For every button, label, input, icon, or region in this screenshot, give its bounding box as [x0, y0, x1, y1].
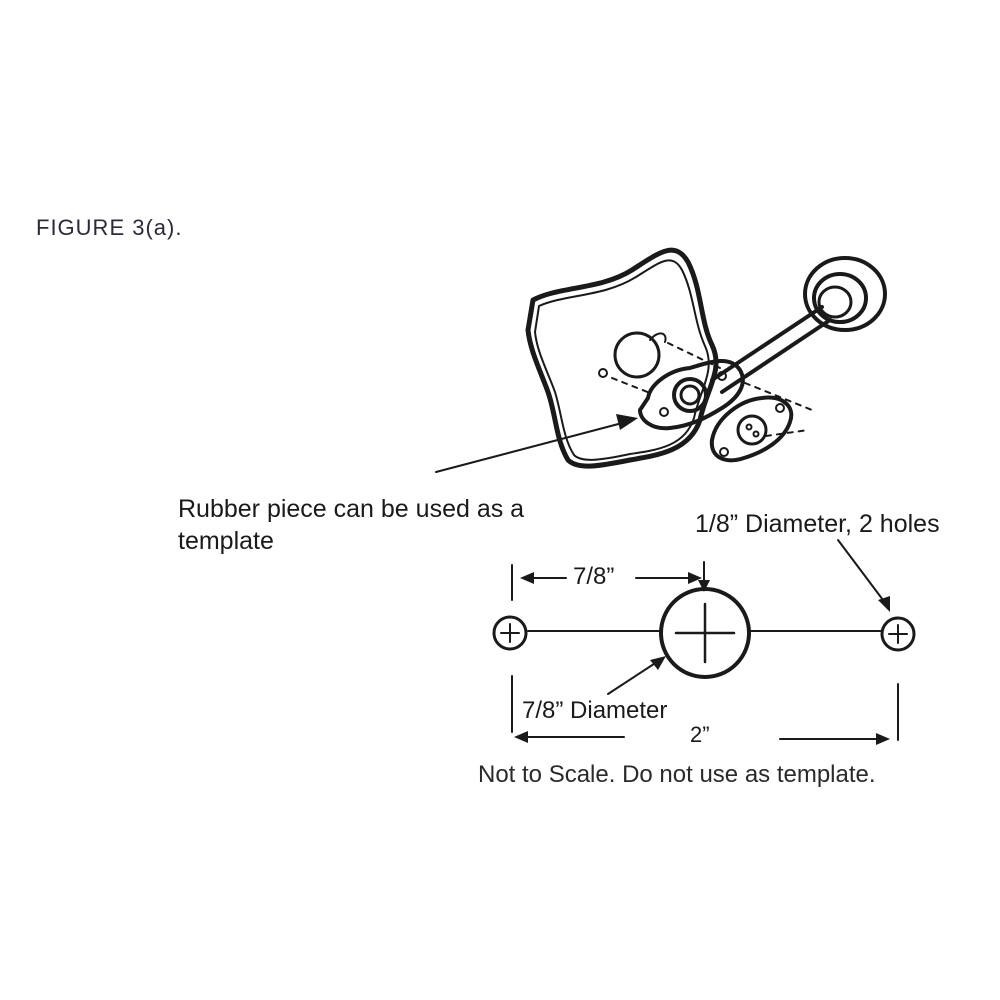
- hole-diameter-note: 1/8” Diameter, 2 holes: [695, 510, 940, 538]
- center-diameter-leader: [607, 656, 666, 695]
- circle-crosshair-icon: [492, 615, 528, 651]
- center-diameter-label: 7/8” Diameter: [522, 697, 668, 724]
- hole-note-leader: [837, 539, 890, 612]
- panel-outline: [525, 247, 719, 469]
- spacing-dimension-label: 7/8”: [573, 563, 615, 590]
- rubber-piece-note: Rubber piece can be used as a template: [178, 495, 525, 555]
- cable: [710, 305, 832, 394]
- extension-lines: [511, 564, 899, 741]
- rubber-leader-arrow: [435, 414, 638, 473]
- scale-warning-note: Not to Scale. Do not use as template.: [478, 761, 876, 788]
- panel-hole: [598, 331, 667, 379]
- large-circle-crosshair-icon: [659, 587, 751, 679]
- ring-fitting: [803, 256, 887, 332]
- connector: [709, 395, 794, 463]
- overall-dimension-label: 2”: [690, 722, 710, 747]
- overall-dimension: [514, 731, 890, 745]
- spacing-dimension: [520, 561, 710, 592]
- circle-crosshair-icon-right: [880, 616, 916, 652]
- figure-title: FIGURE 3(a).: [36, 215, 183, 240]
